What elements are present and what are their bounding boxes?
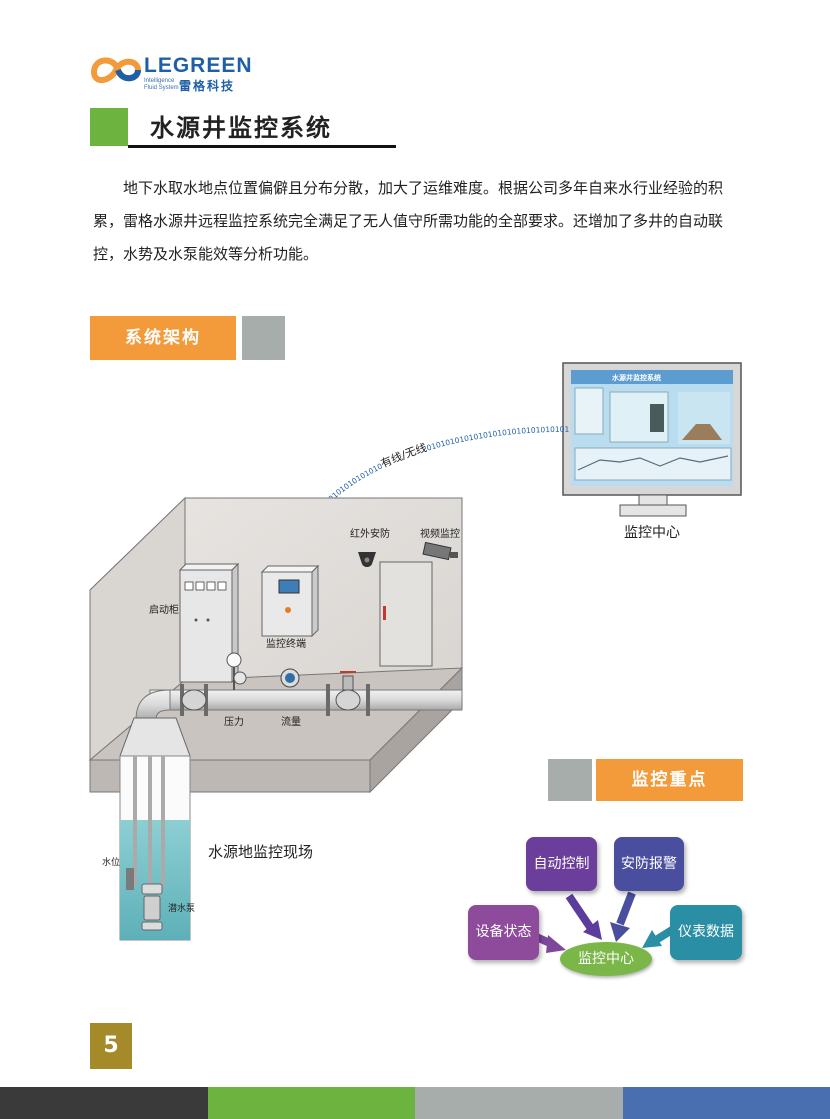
well-shaft	[119, 755, 191, 941]
heading-underline	[128, 145, 396, 148]
focus-meter-data: 仪表数据	[670, 905, 742, 960]
link-type-label: 有线/无线	[378, 440, 428, 470]
submersible-pump-icon	[141, 883, 163, 931]
site-label: 水源地监控现场	[208, 843, 313, 861]
binary-stream-text: 0101010101010101010101010有线/无线0101010101…	[0, 0, 570, 549]
infrared-security-label: 红外安防	[350, 527, 390, 540]
video-monitor-label: 视频监控	[420, 527, 460, 540]
footer-bar-green	[208, 1087, 415, 1119]
starter-cabinet	[178, 562, 240, 684]
section-focus-accent	[548, 759, 592, 801]
focus-arrows	[530, 891, 675, 953]
page-number: 5	[90, 1023, 132, 1069]
logo-brand: LEGREEN	[144, 54, 253, 77]
logo-tagline-line1: Intelligence	[144, 78, 175, 84]
page-title: 水源井监控系统	[150, 114, 332, 142]
company-logo: LEGREEN Intelligence Fluid System 雷格科技	[88, 48, 258, 94]
starter-cabinet-label: 启动柜	[149, 603, 179, 616]
heading-accent-block	[90, 108, 128, 146]
section-architecture-tab: 系统架构	[90, 316, 236, 360]
footer-bar-dark	[0, 1087, 208, 1119]
submersible-pump-label: 潜水泵	[168, 902, 195, 914]
pipeline	[135, 671, 463, 721]
monitor-center-screen: 水源井监控系统	[562, 362, 742, 517]
logo-mark-icon	[90, 57, 142, 83]
logo-tagline-line2: Fluid System	[144, 85, 179, 91]
logo-tagline: Intelligence Fluid System	[144, 78, 179, 92]
monitor-terminal-box	[260, 564, 320, 638]
section-architecture-accent	[242, 316, 285, 360]
focus-device-status: 设备状态	[468, 905, 539, 960]
logo-cn-name: 雷格科技	[179, 79, 236, 93]
pressure-label: 压力	[224, 715, 244, 728]
focus-auto-control: 自动控制	[526, 837, 597, 891]
architecture-diagram: 水源井监控系统 监控中心 0101010101010101010101010有线…	[0, 0, 742, 953]
pressure-gauge-icon	[226, 652, 247, 690]
footer-bar-gray	[415, 1087, 623, 1119]
camera-icon	[422, 541, 458, 561]
infrared-sensor-icon	[358, 552, 376, 567]
monitor-terminal-label: 监控终端	[266, 637, 306, 650]
flow-label: 流量	[281, 715, 301, 728]
screen-title: 水源井监控系统	[612, 373, 661, 382]
intro-paragraph: 地下水取水地点位置偏僻且分布分散，加大了运维难度。根据公司多年自来水行业经验的积…	[93, 179, 724, 263]
monitor-center-label: 监控中心	[624, 525, 680, 541]
focus-security-alarm: 安防报警	[614, 837, 684, 891]
flow-meter-icon	[280, 668, 300, 688]
section-focus-tab: 监控重点	[596, 759, 743, 801]
footer-bar-blue	[623, 1087, 830, 1119]
water-level-label: 水位	[102, 856, 120, 868]
focus-monitor-center: 监控中心	[560, 942, 652, 976]
room-door	[379, 561, 433, 667]
